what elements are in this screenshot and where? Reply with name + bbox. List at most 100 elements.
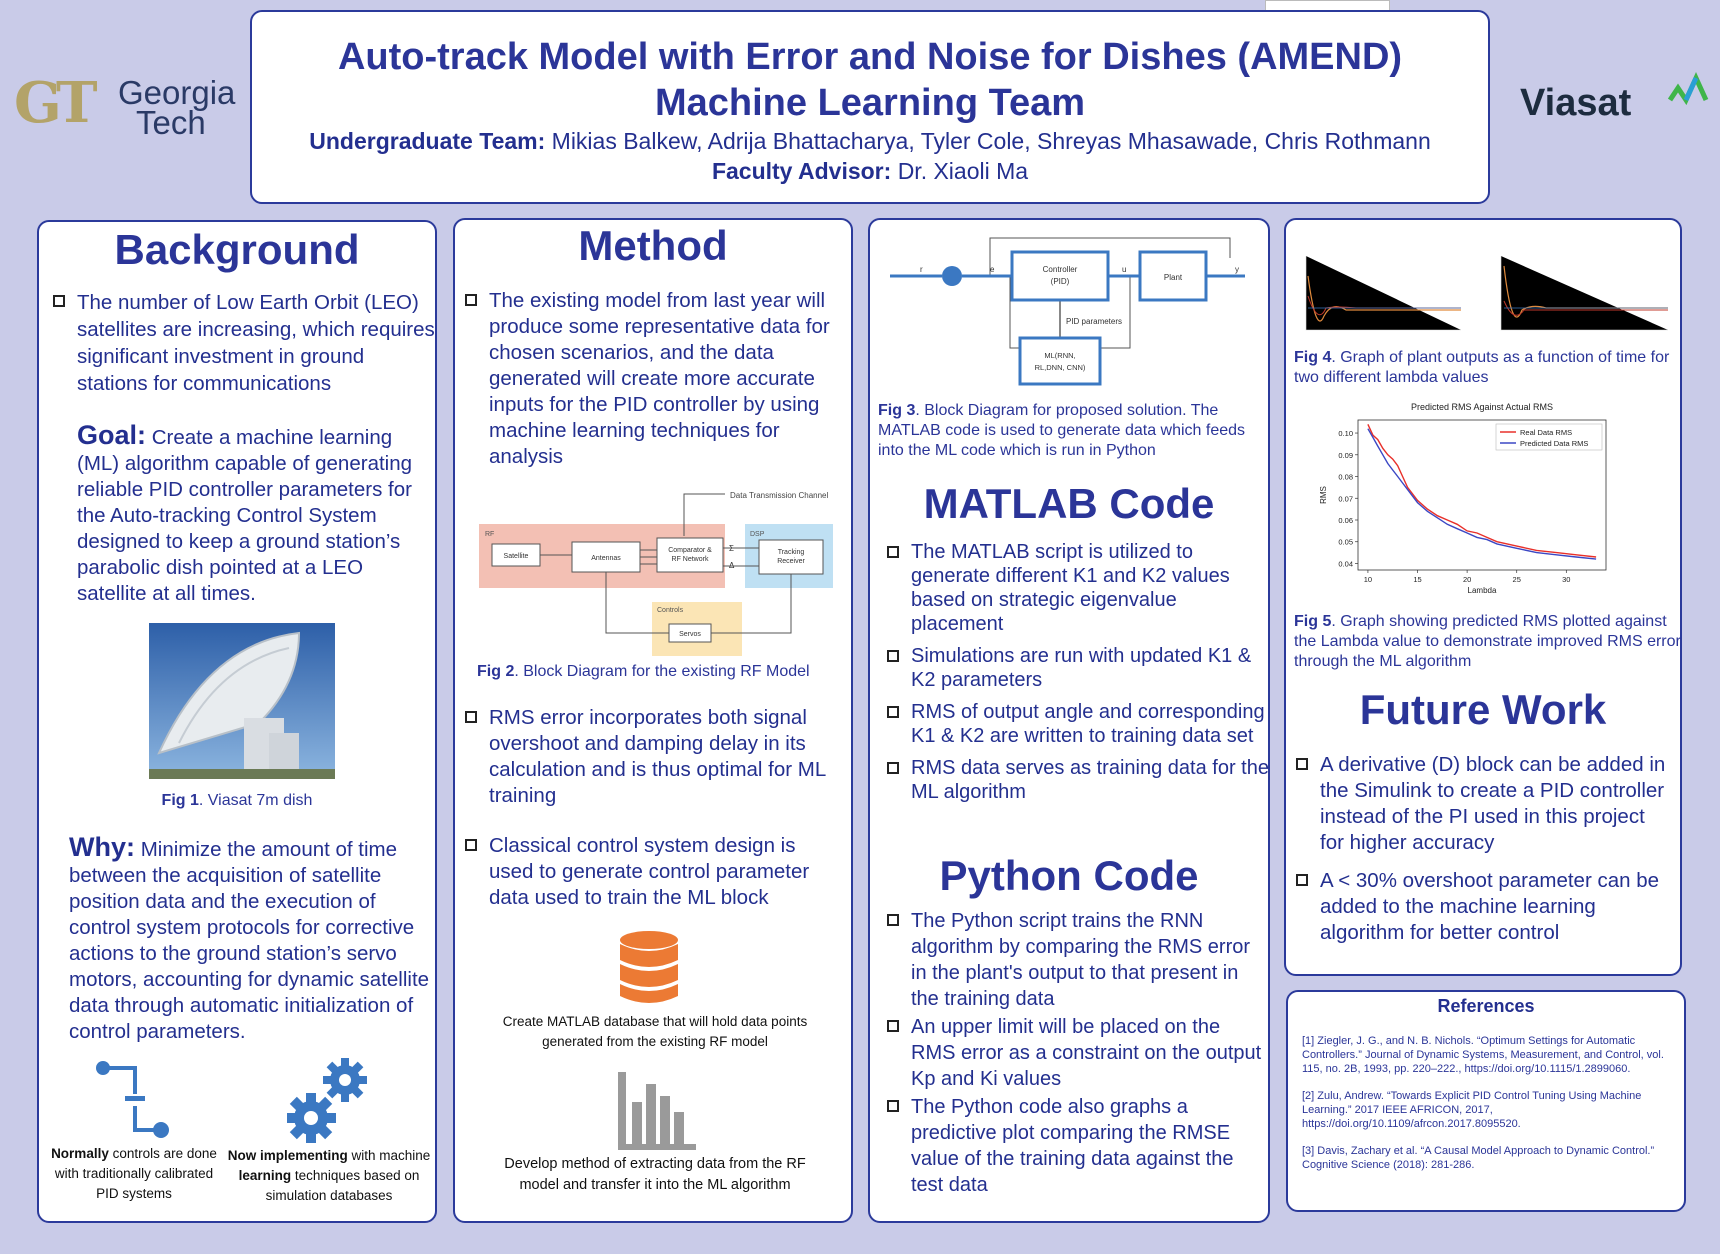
fig5-text: . Graph showing predicted RMS plotted ag… bbox=[1294, 613, 1681, 670]
fig4-text: . Graph of plant outputs as a function o… bbox=[1294, 349, 1670, 386]
header-panel: Auto-track Model with Error and Noise fo… bbox=[250, 10, 1490, 204]
python-bullet: An upper limit will be placed on the RMS… bbox=[885, 1014, 1269, 1092]
dish-photo bbox=[149, 623, 335, 779]
gt-line1: Georgia bbox=[118, 74, 236, 111]
background-title: Background bbox=[114, 226, 360, 273]
ml-text1: ML(RNN, bbox=[1044, 351, 1075, 360]
fig1-caption: Fig 1. Viasat 7m dish bbox=[39, 792, 435, 810]
team-names: Mikias Balkew, Adrija Bhattacharya, Tyle… bbox=[551, 128, 1431, 154]
team-line: Undergraduate Team: Mikias Balkew, Adrij… bbox=[252, 128, 1488, 155]
controller-text2: (PID) bbox=[1051, 277, 1070, 286]
why-block: Why: Minimize the amount of time between… bbox=[69, 834, 435, 1045]
chart-title: Predicted RMS Against Actual RMS bbox=[1411, 402, 1553, 412]
fig2-label: Fig 2 bbox=[477, 663, 515, 680]
reference-item: [3] Davis, Zachary et al. “A Causal Mode… bbox=[1302, 1145, 1655, 1171]
channel-label: Data Transmission Channel bbox=[730, 491, 828, 500]
fig4-caption: Fig 4. Graph of plant outputs as a funct… bbox=[1294, 348, 1679, 388]
fig5-caption: Fig 5. Graph showing predicted RMS plott… bbox=[1294, 612, 1682, 672]
series-line-predicted bbox=[1367, 428, 1597, 560]
icon2-caption-text: techniques based on simulation databases bbox=[265, 1168, 420, 1203]
antennas-text: Antennas bbox=[591, 555, 621, 562]
viasat-logo: Viasat bbox=[1518, 70, 1718, 130]
y-axis-label: RMS bbox=[1319, 486, 1328, 504]
e-label: e bbox=[990, 265, 995, 274]
goal-label: Goal: bbox=[77, 420, 147, 450]
icon2-caption: Now implementing with machine learning t… bbox=[224, 1146, 434, 1206]
y-label: y bbox=[1235, 265, 1239, 274]
code-panel: r e Controller (PID) u Plant y PID param… bbox=[868, 218, 1270, 1223]
plot-frame bbox=[1357, 419, 1607, 571]
advisor-line: Faculty Advisor: Dr. Xiaoli Ma bbox=[252, 158, 1488, 185]
viasat-swoosh-icon bbox=[1667, 71, 1709, 106]
y-tick-label: 0.09 bbox=[1338, 451, 1353, 460]
reference-item: [2] Zulu, Andrew. “Towards Explicit PID … bbox=[1302, 1090, 1642, 1130]
fig4-plots bbox=[1298, 248, 1672, 334]
future-title: Future Work bbox=[1359, 686, 1607, 733]
fig1-text: . Viasat 7m dish bbox=[198, 792, 313, 809]
servos-text: Servos bbox=[679, 631, 701, 638]
reference-item: [1] Ziegler, J. G., and N. B. Nichols. “… bbox=[1302, 1035, 1664, 1075]
icon1-caption-bold: Normally bbox=[51, 1146, 109, 1161]
team-label: Undergraduate Team: bbox=[309, 128, 546, 154]
matlab-bullet: RMS of output angle and corresponding K1… bbox=[885, 700, 1269, 748]
future-bullet: A derivative (D) block can be added in t… bbox=[1294, 752, 1674, 856]
ml-box bbox=[1018, 336, 1102, 386]
fig4-label: Fig 4 bbox=[1294, 349, 1332, 366]
satellite-text: Satellite bbox=[504, 553, 529, 560]
fig1-label: Fig 1 bbox=[161, 792, 199, 809]
r-label: r bbox=[920, 265, 923, 274]
fig3-caption: Fig 3. Block Diagram for proposed soluti… bbox=[878, 401, 1266, 461]
dsp-label: DSP bbox=[750, 531, 765, 538]
background-bullets: The number of Low Earth Orbit (LEO) sate… bbox=[51, 289, 436, 405]
why-text: Minimize the amount of time between the … bbox=[69, 838, 430, 1043]
viasat-wordmark: Viasat bbox=[1520, 82, 1632, 124]
refs-title: References bbox=[1437, 996, 1535, 1016]
title-line1: Auto-track Model with Error and Noise fo… bbox=[337, 36, 1403, 78]
controls-label: Controls bbox=[657, 607, 684, 614]
bar-chart-icon bbox=[618, 1072, 696, 1150]
rf-block-diagram: RF DSP Controls Data Transmission Channe… bbox=[479, 491, 833, 656]
python-title: Python Code bbox=[939, 852, 1199, 899]
series-line-real bbox=[1367, 424, 1597, 558]
x-tick-label: 25 bbox=[1513, 575, 1521, 584]
matlab-bullets: The MATLAB script is utilized to generat… bbox=[885, 540, 1269, 812]
fig3-label: Fig 3 bbox=[878, 402, 916, 419]
why-label: Why: bbox=[69, 832, 135, 862]
matlab-bullet: The MATLAB script is utilized to generat… bbox=[885, 540, 1269, 636]
gears-icon bbox=[287, 1058, 367, 1143]
tracking-text1: Tracking bbox=[778, 549, 805, 556]
method-panel: Method The existing model from last year… bbox=[453, 218, 853, 1223]
method-title: Method bbox=[578, 222, 728, 269]
comparator-text1: Comparator & bbox=[668, 547, 712, 554]
u-label: u bbox=[1122, 265, 1126, 274]
fig2-caption: Fig 2. Block Diagram for the existing RF… bbox=[477, 663, 847, 681]
comparator-box bbox=[656, 537, 724, 573]
rf-label: RF bbox=[485, 531, 494, 538]
advisor-label: Faculty Advisor: bbox=[711, 158, 892, 184]
refs-list: [1] Ziegler, J. G., and N. B. Nichols. “… bbox=[1302, 1034, 1674, 1185]
python-bullets: The Python script trains the RNN algorit… bbox=[885, 908, 1269, 1206]
method-bullet3: Classical control system design is used … bbox=[463, 833, 843, 911]
y-tick-label: 0.04 bbox=[1338, 559, 1353, 568]
title-line2: Machine Learning Team bbox=[654, 82, 1086, 124]
pid-params-label: PID parameters bbox=[1066, 317, 1122, 326]
y-tick-label: 0.08 bbox=[1338, 473, 1353, 482]
results-panel: Fig 4. Graph of plant outputs as a funct… bbox=[1284, 218, 1682, 976]
georgia-tech-logo: GT Georgia Tech bbox=[14, 70, 244, 142]
python-bullet: The Python script trains the RNN algorit… bbox=[885, 908, 1269, 1012]
chart-caption: Develop method of extracting data from t… bbox=[504, 1156, 806, 1193]
plant-box bbox=[1138, 250, 1208, 302]
goal-block: Goal: Create a machine learning (ML) alg… bbox=[77, 422, 433, 607]
advisor-name: Dr. Xiaoli Ma bbox=[897, 158, 1029, 184]
x-tick-label: 30 bbox=[1562, 575, 1570, 584]
method-bullets-top: The existing model from last year will p… bbox=[463, 288, 843, 478]
legend-label: Predicted Data RMS bbox=[1520, 439, 1588, 448]
icon2-caption-mid: with machine bbox=[347, 1148, 431, 1163]
fig5-label: Fig 5 bbox=[1294, 613, 1332, 630]
y-tick-label: 0.07 bbox=[1338, 494, 1353, 503]
method-bullet2: RMS error incorporates both signal overs… bbox=[463, 705, 843, 809]
legend-label: Real Data RMS bbox=[1520, 428, 1572, 437]
icon2-caption-bold2: learning bbox=[238, 1168, 292, 1183]
x-tick-label: 20 bbox=[1463, 575, 1471, 584]
